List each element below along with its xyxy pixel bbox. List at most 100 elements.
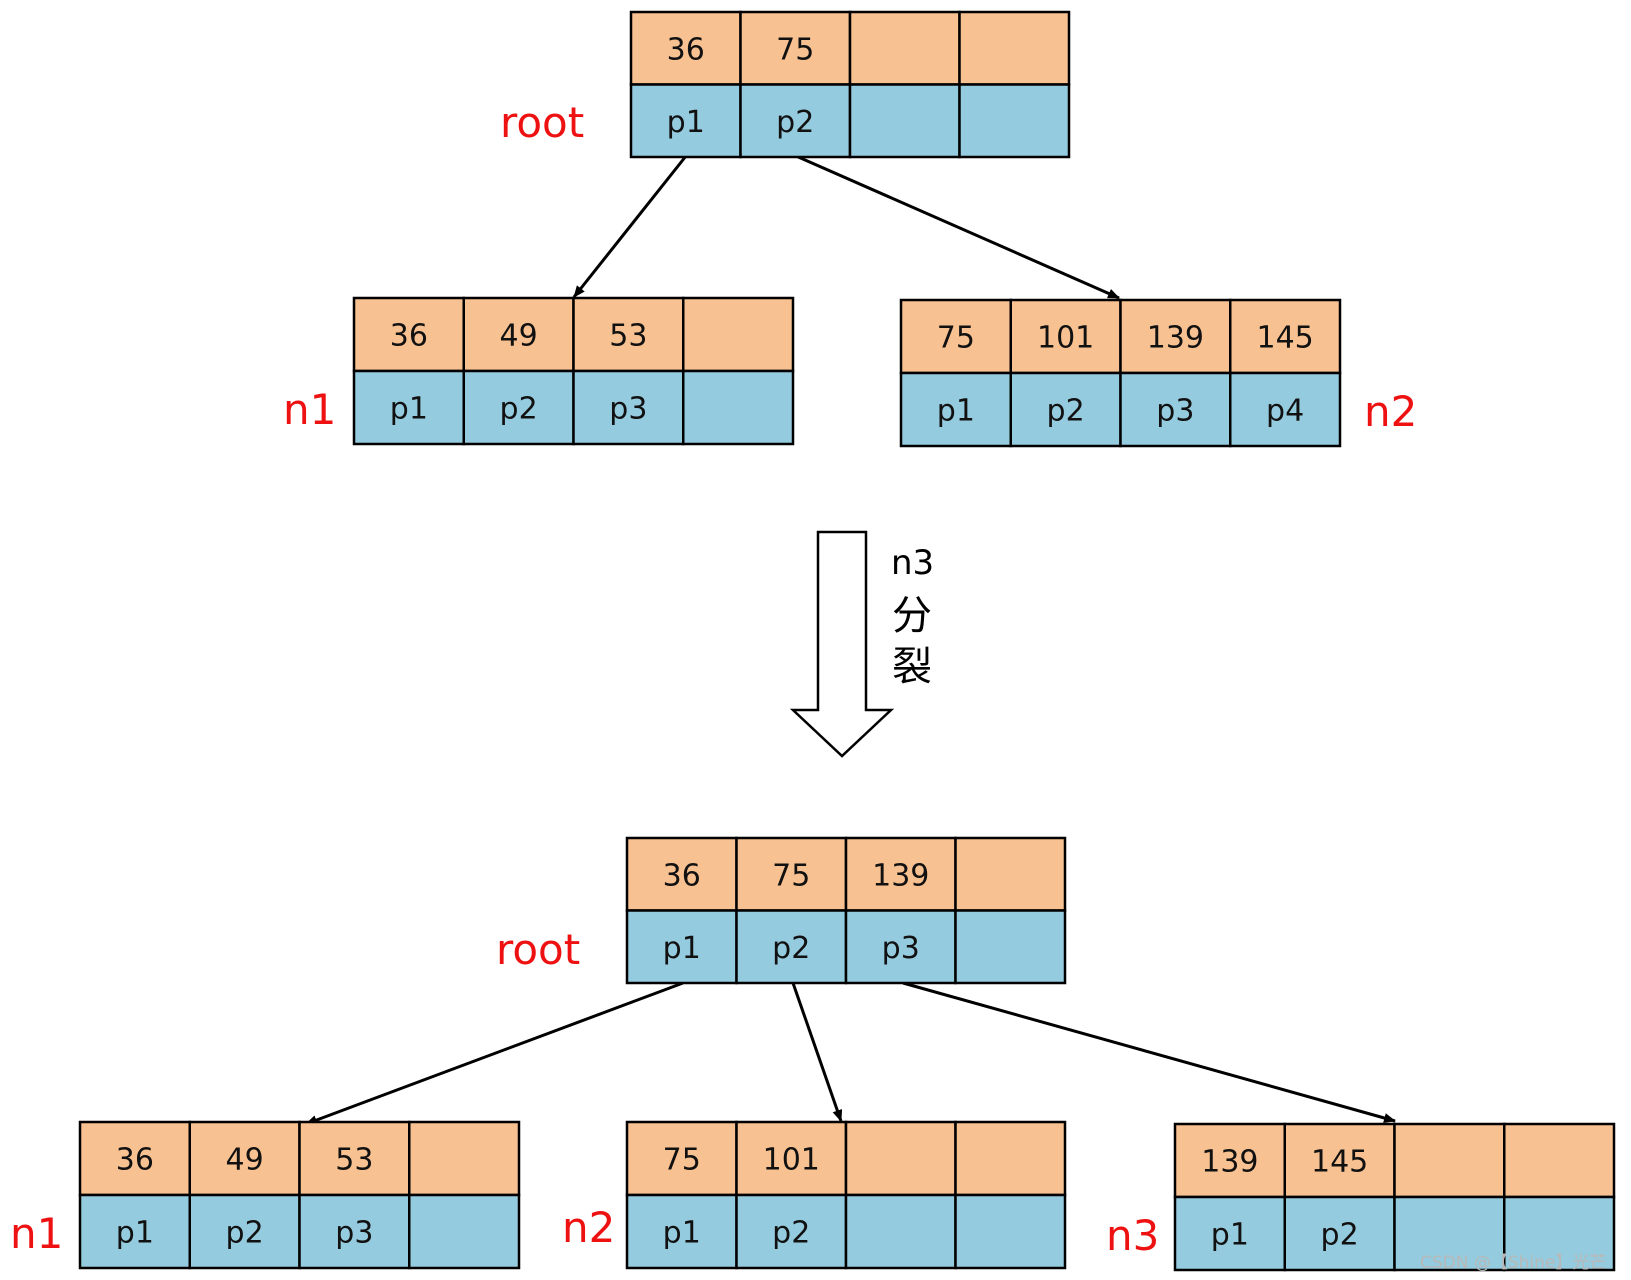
pointer-value-2: p2 — [776, 105, 814, 140]
split-transition: n3 分 裂 — [789, 530, 934, 758]
after-n2-label: n2 — [562, 1203, 615, 1252]
key-value-3: 139 — [872, 858, 929, 893]
key-value-2: 49 — [500, 319, 538, 354]
watermark-text: CSDN @【Shine】光芒 — [1420, 1253, 1606, 1273]
key-value-1: 75 — [937, 321, 975, 356]
pointer-value-1: p1 — [116, 1216, 154, 1251]
pointer-value-3: p3 — [335, 1216, 373, 1251]
pointer-value-3: p3 — [882, 931, 920, 966]
key-cell-4 — [958, 10, 1071, 86]
pointer-cell-2 — [1283, 1195, 1396, 1272]
before-n2-label: n2 — [1364, 387, 1417, 436]
key-cell-3 — [298, 1120, 411, 1197]
key-value-2: 145 — [1311, 1145, 1368, 1180]
key-cell-2 — [735, 836, 848, 912]
pointer-value-1: p1 — [937, 394, 975, 429]
edge-root-p1-to-n1 — [305, 981, 684, 1126]
after-edges — [305, 981, 1396, 1126]
pointer-cell-2 — [462, 369, 575, 446]
pointer-value-2: p2 — [772, 931, 810, 966]
hollow-down-arrow — [789, 530, 895, 758]
pointer-cell-2 — [1009, 371, 1122, 448]
edge-root-p3-to-n3 — [902, 981, 1396, 1123]
pointer-value-1: p1 — [663, 931, 701, 966]
before-edges — [572, 154, 1120, 300]
pointer-cell-4 — [958, 83, 1071, 159]
pointer-cell-2 — [735, 909, 848, 985]
pointer-value-2: p2 — [1047, 394, 1085, 429]
key-value-2: 101 — [763, 1143, 820, 1178]
pointer-cell-2 — [188, 1193, 301, 1270]
pointer-cell-4 — [1503, 1195, 1616, 1272]
pointer-cell-4 — [682, 369, 795, 446]
pointer-cell-4 — [954, 909, 1067, 985]
key-value-3: 53 — [609, 319, 647, 354]
pointer-value-2: p2 — [500, 392, 538, 427]
before-n1-label: n1 — [283, 385, 336, 434]
pointer-cell-2 — [735, 1193, 848, 1270]
key-cell-4 — [1229, 298, 1342, 375]
key-value-2: 101 — [1037, 321, 1094, 356]
key-cell-4 — [954, 836, 1067, 912]
pointer-cell-1 — [352, 369, 465, 446]
pointer-value-1: p1 — [1211, 1218, 1249, 1253]
pointer-cell-1 — [1173, 1195, 1286, 1272]
pointer-cell-4 — [408, 1193, 521, 1270]
after-n3-node: 139 p1 145 p2 — [1173, 1122, 1616, 1272]
edge-root-p1-to-n1 — [572, 155, 688, 298]
after-root-node: 36 p1 75 p2 139 p3 — [625, 836, 1067, 985]
key-cell-1 — [629, 10, 742, 86]
transition-node-name: n3 — [891, 543, 934, 583]
key-cell-2 — [188, 1120, 301, 1197]
pointer-cell-3 — [844, 1193, 957, 1270]
after-root-label: root — [496, 925, 580, 974]
pointer-value-1: p1 — [390, 392, 428, 427]
key-cell-3 — [844, 836, 957, 912]
pointer-cell-1 — [629, 83, 742, 159]
key-cell-4 — [1503, 1122, 1616, 1199]
pointer-cell-1 — [625, 909, 738, 985]
key-value-1: 139 — [1201, 1145, 1258, 1180]
pointer-value-2: p2 — [772, 1216, 810, 1251]
after-n3-label: n3 — [1106, 1211, 1159, 1260]
key-cell-1 — [625, 1120, 738, 1197]
pointer-value-1: p1 — [667, 105, 705, 140]
pointer-cell-3 — [848, 83, 961, 159]
transition-char-1: 分 — [892, 593, 932, 639]
key-cell-4 — [954, 1120, 1067, 1197]
key-cell-2 — [1283, 1122, 1396, 1199]
key-value-4: 145 — [1256, 321, 1313, 356]
key-cell-4 — [682, 296, 795, 373]
key-cell-3 — [848, 10, 961, 86]
pointer-value-3: p3 — [1156, 394, 1194, 429]
key-value-1: 36 — [390, 319, 428, 354]
pointer-cell-1 — [899, 371, 1012, 448]
pointer-cell-4 — [954, 1193, 1067, 1270]
key-cell-1 — [625, 836, 738, 912]
pointer-cell-3 — [1119, 371, 1232, 448]
key-value-3: 139 — [1147, 321, 1204, 356]
transition-char-2: 裂 — [892, 644, 932, 690]
key-value-2: 75 — [772, 858, 810, 893]
key-cell-3 — [844, 1120, 957, 1197]
key-cell-3 — [1393, 1122, 1506, 1199]
before-n1-node: 36 p1 49 p2 53 p3 — [352, 296, 795, 446]
key-value-2: 75 — [776, 32, 814, 67]
key-value-3: 53 — [335, 1143, 373, 1178]
key-value-1: 36 — [663, 858, 701, 893]
edge-root-p2-to-n2 — [791, 982, 843, 1122]
after-n1-label: n1 — [10, 1209, 63, 1258]
pointer-value-1: p1 — [663, 1216, 701, 1251]
pointer-cell-4 — [1229, 371, 1342, 448]
edge-root-p2-to-n2 — [795, 154, 1120, 300]
before-root-label: root — [500, 98, 584, 147]
pointer-value-2: p2 — [1321, 1218, 1359, 1253]
pointer-value-2: p2 — [226, 1216, 264, 1251]
pointer-value-3: p3 — [609, 392, 647, 427]
